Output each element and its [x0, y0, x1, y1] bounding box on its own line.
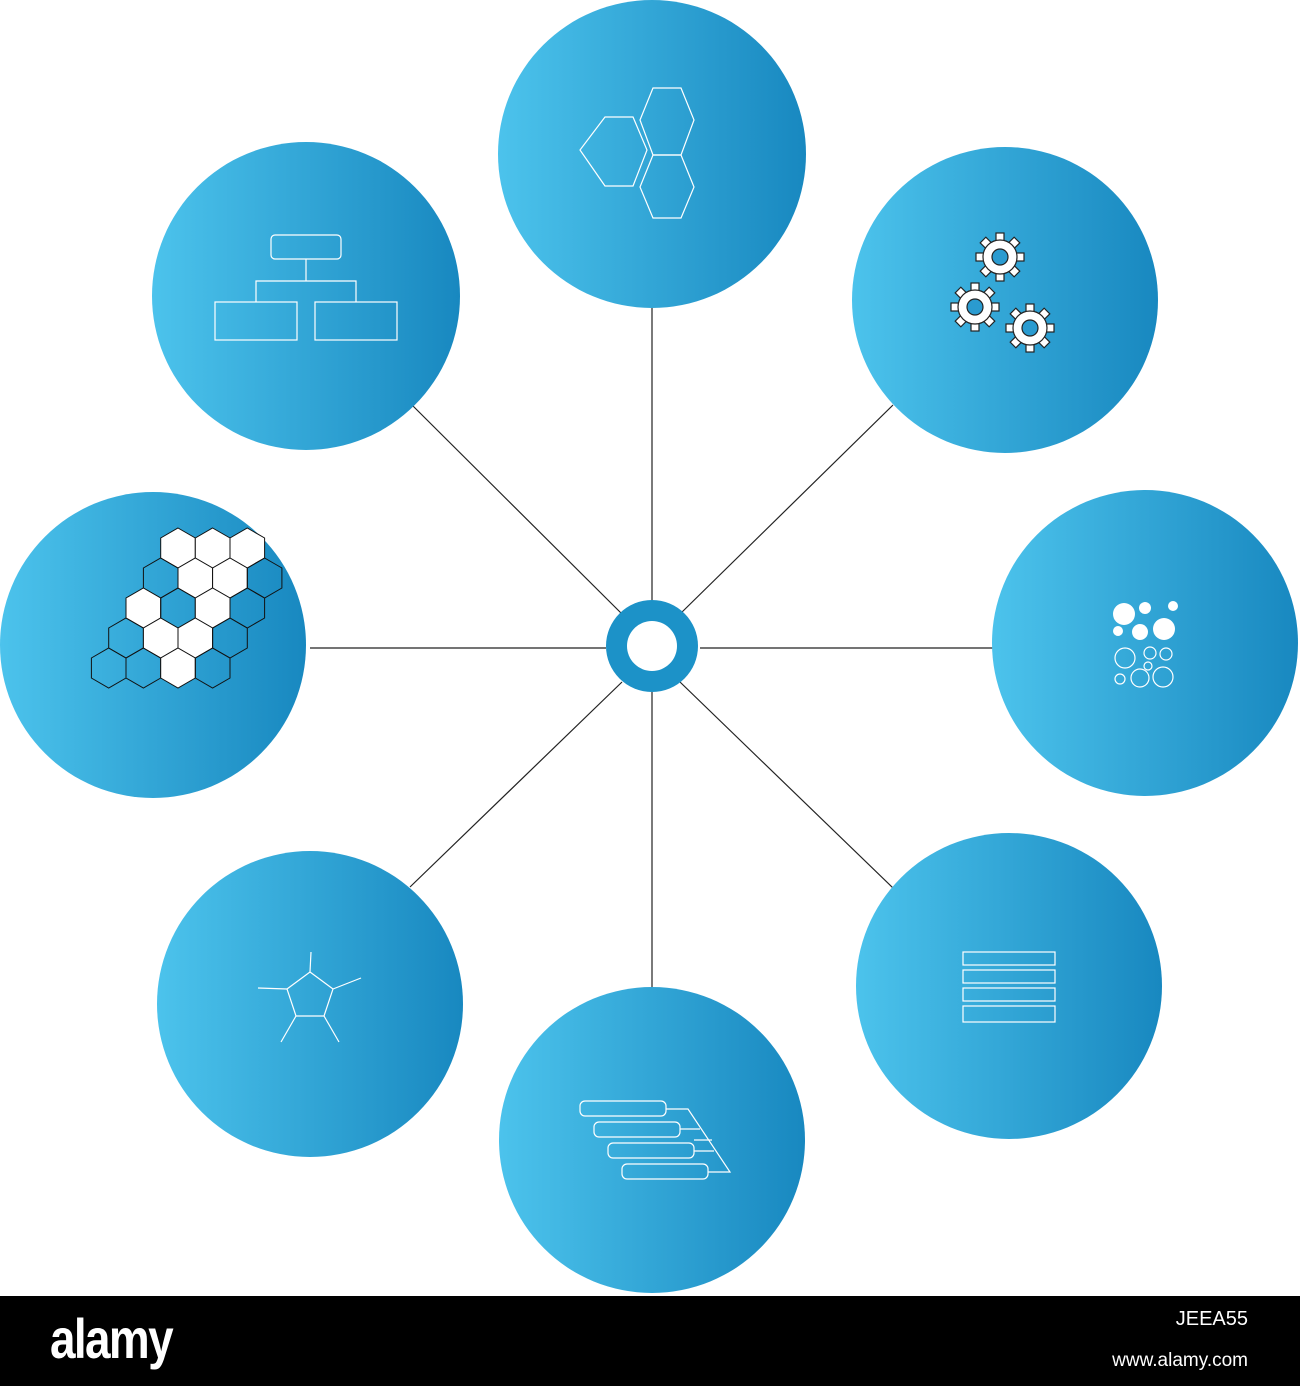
- cascade-boxes-icon: [579, 1100, 732, 1180]
- watermark-image-id: JEEA55: [1175, 1308, 1248, 1330]
- node-bottom: [499, 987, 805, 1293]
- connector-bottom-left: [409, 681, 623, 888]
- org-chart-icon: [214, 234, 398, 341]
- honeycomb-icon: [90, 527, 283, 689]
- radial-diagram: [0, 0, 1298, 1293]
- diagram-canvas: [0, 0, 1298, 1293]
- connector-top-left: [411, 404, 623, 615]
- node-top-right: [852, 147, 1158, 453]
- hub-ring: [606, 600, 698, 692]
- stacked-rows-icon: [962, 951, 1056, 1023]
- watermark-logo: alamy: [50, 1307, 174, 1370]
- watermark-bar: alamy JEEA55 www.alamy.com: [0, 1296, 1300, 1386]
- node-right: [992, 490, 1298, 796]
- watermark-url: www.alamy.com: [1112, 1350, 1248, 1371]
- hexagon-cluster-icon: [579, 87, 695, 219]
- honeycomb-cell: [194, 647, 231, 689]
- node-top: [498, 0, 806, 308]
- pentagon-network-icon: [257, 951, 362, 1043]
- node-bottom-right: [856, 833, 1162, 1139]
- node-left: [0, 492, 306, 798]
- node-bottom-left: [157, 851, 463, 1157]
- circles-grid-icon: [1113, 601, 1178, 688]
- connector-bottom-right: [679, 681, 894, 889]
- node-top-left: [152, 142, 460, 450]
- connector-top-right: [679, 404, 894, 615]
- connector-lines: [310, 308, 993, 988]
